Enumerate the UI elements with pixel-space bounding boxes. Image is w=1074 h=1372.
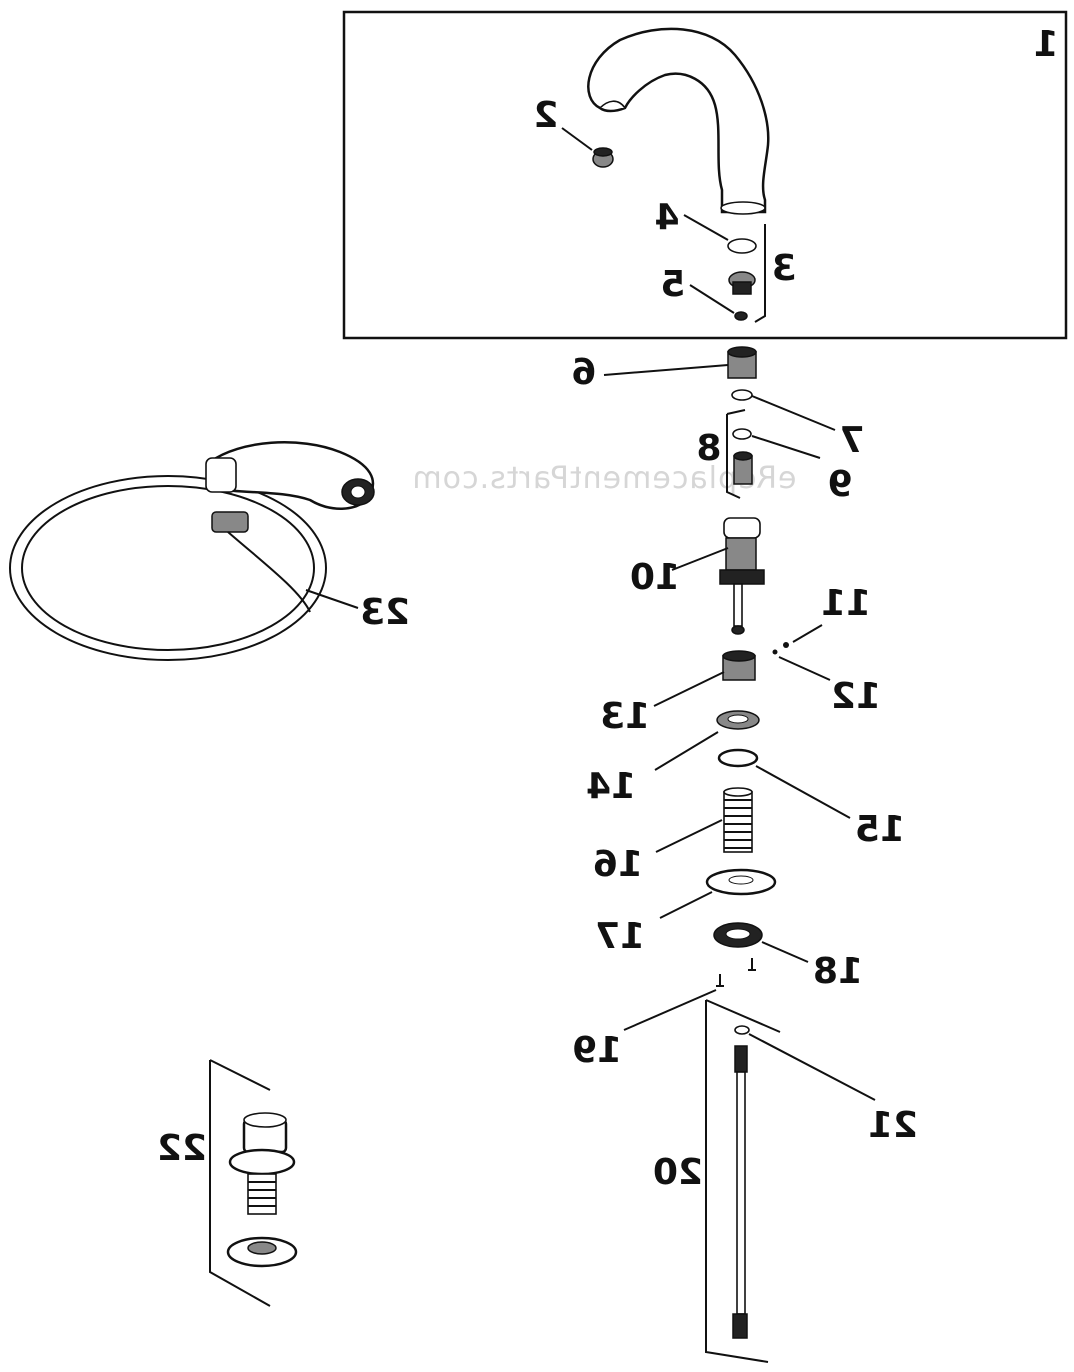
callout-1: 1 <box>1033 24 1058 65</box>
callout-15: 15 <box>855 809 905 850</box>
callout-12: 12 <box>831 676 881 717</box>
supply-tube-part <box>732 1045 748 1339</box>
screw-part-19b <box>716 974 724 987</box>
callout-4: 4 <box>654 197 679 238</box>
o-ring-part-21 <box>734 1025 750 1035</box>
gasket-part-15 <box>717 748 759 768</box>
spout-part <box>587 27 770 215</box>
callout-2: 2 <box>533 95 558 136</box>
callout-7: 7 <box>839 420 864 461</box>
ball-part-11 <box>783 642 789 648</box>
spring-part-12 <box>772 649 778 655</box>
side-spray-hose-part <box>9 441 375 661</box>
valve-insert-part <box>733 451 753 485</box>
callout-23: 23 <box>360 592 410 633</box>
washer-part-9 <box>732 428 752 440</box>
callout-3: 3 <box>771 248 796 289</box>
callout-16: 16 <box>593 844 643 885</box>
callout-13: 13 <box>600 696 650 737</box>
aerator-part <box>592 147 614 168</box>
callout-21: 21 <box>868 1105 918 1146</box>
nut-part-13 <box>722 650 756 681</box>
callout-14: 14 <box>586 766 636 807</box>
callout-20: 20 <box>653 1152 703 1193</box>
seal-part-14 <box>716 710 760 730</box>
washer-part-5 <box>734 311 748 321</box>
callout-22: 22 <box>157 1128 207 1169</box>
check-valve-part <box>728 271 756 295</box>
hose-guide-part <box>226 1112 298 1268</box>
callout-18: 18 <box>813 951 863 992</box>
escutcheon-part <box>713 922 763 948</box>
callout-17: 17 <box>595 916 645 957</box>
callout-10: 10 <box>630 557 680 598</box>
callout-11: 11 <box>821 583 871 624</box>
clip-part-7 <box>731 389 753 401</box>
watermark: eReplacementParts.com <box>411 461 796 496</box>
callout-19: 19 <box>572 1030 622 1071</box>
callout-9: 9 <box>827 464 852 505</box>
base-plate-part <box>705 868 777 896</box>
screw-part-19a <box>748 958 756 971</box>
callout-8: 8 <box>696 428 721 469</box>
cartridge-part <box>719 517 765 635</box>
threaded-shank-part <box>723 787 753 853</box>
o-ring-part <box>727 238 757 254</box>
callout-5: 5 <box>660 264 685 305</box>
callout-6: 6 <box>571 352 596 393</box>
nut-part-6 <box>727 346 757 379</box>
spout-assembly-box <box>342 10 1068 340</box>
